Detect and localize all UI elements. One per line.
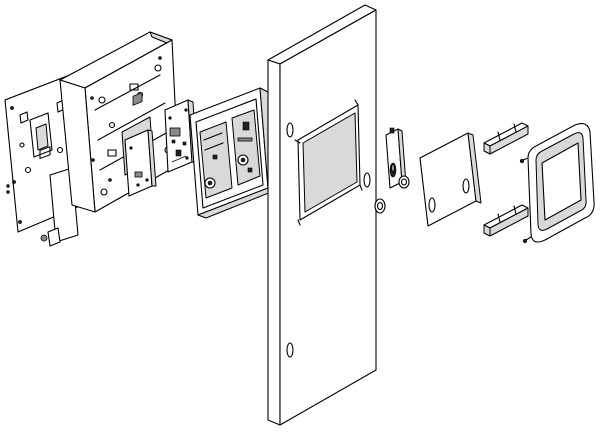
lock-cylinder <box>374 127 410 214</box>
bezel-frame <box>519 123 595 244</box>
front-door-panel <box>267 4 377 426</box>
small-circuit-board <box>124 92 157 197</box>
display-module <box>189 87 277 219</box>
glass-clip-bottom <box>483 204 529 237</box>
window-glass <box>419 132 482 227</box>
glass-clip-top <box>483 122 529 155</box>
angled-back-box <box>59 31 179 213</box>
